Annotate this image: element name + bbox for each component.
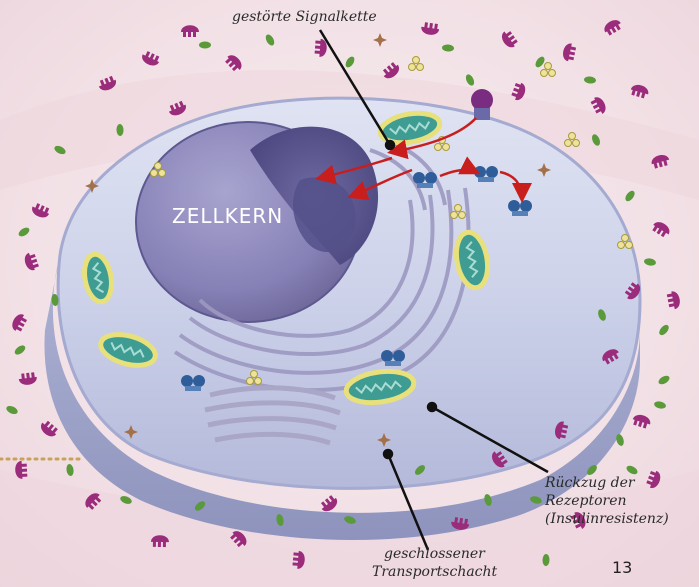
label-receptor-withdrawal-line2: Rezeptoren — [545, 492, 669, 510]
label-receptor-withdrawal-line3: (Insulinresistenz) — [545, 510, 669, 528]
label-transport-line1: geschlossener — [384, 545, 497, 563]
green-particle — [199, 42, 211, 49]
label-receptor-withdrawal-line1: Rückzug der — [545, 474, 669, 492]
label-nucleus: ZELLKERN — [172, 204, 283, 228]
label-transport-channel: geschlossener Transportschacht — [384, 545, 497, 581]
label-receptor-withdrawal: Rückzug der Rezeptoren (Insulinresistenz… — [545, 474, 669, 528]
page-number: 13 — [612, 558, 632, 577]
membrane-receptor — [471, 89, 493, 120]
label-transport-line2: Transportschacht — [372, 563, 497, 581]
label-signal-chain: gestörte Signalkette — [232, 8, 377, 26]
